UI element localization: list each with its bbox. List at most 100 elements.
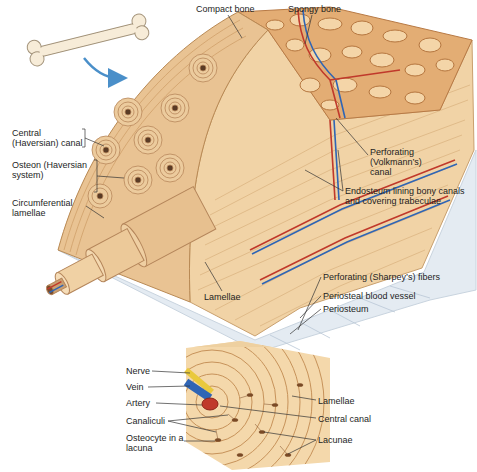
part-label: Nerve [126, 366, 166, 376]
osteons [124, 166, 152, 194]
inset-leader-lines [184, 441, 215, 442]
osteons [138, 130, 158, 150]
leader-lines [336, 118, 368, 155]
part-label: Lacunae [318, 435, 378, 445]
inset-vessels [186, 370, 218, 410]
leader-lines [298, 277, 321, 330]
leader-lines [94, 160, 97, 192]
osteon-detail [100, 290, 335, 472]
osteons [200, 65, 206, 71]
osteons [164, 162, 176, 174]
part-label: Periosteal blood vessel [323, 291, 475, 301]
leader-lines [85, 138, 104, 146]
osteons [122, 106, 134, 118]
osteon-detail [136, 326, 288, 472]
long-bone-icon [36, 23, 139, 58]
long-bone-icon [39, 24, 138, 56]
osteons [96, 140, 116, 160]
inset-leader-lines [148, 386, 190, 387]
osteons [165, 98, 185, 118]
part-label: Central canal [318, 414, 398, 424]
osteons [197, 62, 209, 74]
osteon-detail [255, 424, 262, 432]
inset-vessels [202, 398, 218, 410]
osteon-detail [112, 302, 312, 472]
osteons [134, 126, 162, 154]
trabeculae [419, 38, 441, 52]
osteons [135, 177, 141, 183]
osteons [114, 98, 142, 126]
osteons [134, 126, 162, 154]
osteons [124, 166, 152, 194]
part-label: Compact bone [196, 4, 276, 14]
osteon-detail [184, 374, 240, 430]
leader-lines [205, 262, 222, 291]
part-label: Perforating (Volkmann’s) canal [370, 147, 436, 177]
part-label: Lamellae [204, 292, 264, 302]
osteons [169, 102, 181, 114]
osteons [189, 54, 217, 82]
osteons [156, 154, 184, 182]
part-label: Osteon (Haversian system) [12, 160, 96, 180]
trabeculae [266, 14, 454, 110]
lamellae-lines [200, 165, 455, 275]
spongy-vessels [298, 10, 400, 118]
osteon-cylinder [49, 285, 63, 293]
inset-leader-lines [220, 406, 316, 418]
osteons [189, 54, 217, 82]
osteons [92, 188, 108, 204]
osteons [114, 98, 142, 126]
trabeculae [300, 78, 320, 92]
trabeculae [318, 18, 342, 30]
osteons [161, 94, 189, 122]
inset-leader-lines [292, 396, 316, 400]
osteons [167, 165, 173, 171]
leader-lines [290, 309, 321, 334]
osteons [125, 109, 131, 115]
osteon-detail [148, 338, 276, 466]
inset-vessels [186, 382, 210, 398]
trabeculae [369, 86, 391, 98]
leader-lines [305, 170, 343, 191]
osteons [118, 102, 138, 122]
part-label: Periosteum [323, 304, 423, 314]
leader-lines [338, 150, 343, 191]
osteon-detail [100, 290, 324, 472]
spongy-vessels [330, 70, 400, 80]
inset-leader-lines [168, 415, 228, 421]
osteons [128, 170, 148, 190]
canal-vessels [262, 200, 450, 284]
trabeculae [342, 46, 362, 58]
trabeculae [436, 59, 454, 71]
trabeculae [351, 21, 373, 35]
osteons [97, 193, 103, 199]
trabeculae [286, 39, 304, 51]
part-label: Circumferential lamellae [12, 198, 88, 218]
part-label: Endosteum lining bony canals and coverin… [345, 186, 477, 206]
leader-lines [86, 206, 104, 218]
trabeculae [383, 30, 407, 42]
inset-leader-lines [168, 421, 216, 432]
osteon-detail [240, 395, 250, 398]
osteons [103, 147, 109, 153]
spongy-vessels [298, 10, 340, 118]
trabeculae [405, 92, 425, 104]
osteon-detail [215, 383, 303, 456]
osteon-detail [216, 430, 218, 440]
leader-lines [228, 15, 242, 38]
trabeculae [405, 64, 425, 76]
osteons [88, 184, 112, 208]
osteon-detail [124, 314, 300, 472]
inset-leader-lines [264, 432, 316, 440]
part-label: Perforating (Sharpey’s) fibers [323, 272, 475, 282]
part-label: Vein [126, 382, 166, 392]
osteons [100, 144, 112, 156]
sharpeys-fibers [300, 322, 330, 338]
part-label: Spongy bone [288, 4, 368, 14]
osteons [193, 58, 213, 78]
inset-leader-lines [288, 440, 316, 454]
osteons [132, 174, 144, 186]
inset-leader-lines [152, 371, 190, 373]
